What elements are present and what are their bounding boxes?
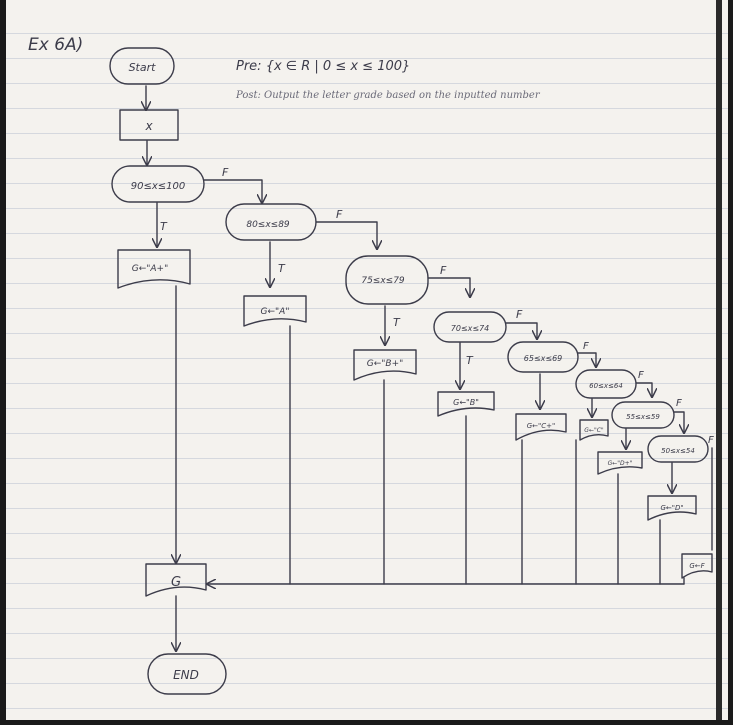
decision-1: 90≤x≤100: [111, 165, 205, 203]
decision-3-label: 75≤x≤79: [361, 276, 405, 286]
decision-8: 50≤x≤54: [647, 435, 709, 463]
d4-false-label: F: [516, 308, 523, 321]
start-terminal: Start: [109, 47, 175, 85]
d4-true-label: T: [466, 354, 474, 367]
d2-true-label: T: [278, 262, 286, 275]
end-terminal: END: [147, 653, 227, 695]
assign-2-label: G←"A": [261, 307, 290, 317]
start-label: Start: [129, 61, 157, 74]
decision-7-label: 55≤x≤59: [626, 413, 660, 421]
arrow-d6-false: [635, 382, 652, 396]
assign-7-label: G←"D+": [608, 460, 633, 467]
decision-4-label: 70≤x≤74: [451, 324, 490, 333]
arrow-d7-false: [673, 411, 684, 432]
postcondition: Post: Output the letter grade based on t…: [235, 90, 541, 101]
assign-box-3: G←"B+": [353, 349, 417, 381]
assign-4-label: G←"B": [453, 398, 479, 407]
precondition: Pre: {x ∈ R | 0 ≤ x ≤ 100}: [236, 59, 410, 74]
output-box: G: [145, 563, 207, 597]
d6-false-label: F: [638, 370, 644, 381]
decision-6-label: 60≤x≤64: [589, 382, 623, 390]
decision-2: 80≤x≤89: [225, 203, 317, 241]
d7-false-label: F: [676, 398, 682, 409]
assign-box-8: G←"D": [647, 495, 697, 521]
assign-3-label: G←"B+": [367, 359, 404, 369]
assign-8-label: G←"D": [660, 504, 683, 512]
decision-1-label: 90≤x≤100: [131, 181, 186, 192]
assign-1-label: G←"A+": [132, 264, 169, 274]
input-label: x: [144, 119, 153, 133]
assign-9-label: G←F: [689, 562, 705, 570]
d1-false-label: F: [222, 166, 229, 179]
decision-6: 60≤x≤64: [575, 369, 637, 399]
decision-5: 65≤x≤69: [507, 341, 579, 373]
d1-true-label: T: [160, 220, 168, 233]
d2-false-label: F: [336, 208, 343, 221]
decision-2-label: 80≤x≤89: [246, 220, 290, 230]
assign-box-2: G←"A": [243, 295, 307, 327]
exercise-title: Ex 6A): [28, 35, 83, 55]
assign-box-4: G←"B": [437, 391, 495, 417]
d3-true-label: T: [393, 316, 401, 329]
notebook-paper: [6, 0, 728, 720]
d5-false-label: F: [583, 341, 589, 352]
assign-6-label: G←"C": [584, 427, 604, 434]
assign-box-1: G←"A+": [117, 249, 191, 289]
decision-4: 70≤x≤74: [433, 311, 507, 343]
assign-box-6: G←"C": [579, 419, 609, 441]
decision-7: 55≤x≤59: [611, 401, 675, 429]
decision-3: 75≤x≤79: [345, 255, 429, 305]
arrow-d4-false: [505, 322, 537, 338]
assign-box-5: G←"C+": [515, 413, 567, 441]
assign-box-9: G←F: [681, 553, 713, 579]
decision-5-label: 65≤x≤69: [524, 354, 563, 363]
assign-5-label: G←"C+": [527, 422, 555, 430]
decision-8-label: 50≤x≤54: [661, 447, 695, 455]
arrow-d2-false: [315, 221, 377, 248]
page-edge: [716, 0, 722, 720]
end-label: END: [173, 668, 199, 682]
d8-false-label: F: [708, 435, 714, 446]
d3-false-label: F: [440, 264, 447, 277]
arrow-d3-false: [427, 277, 470, 296]
input-box: x: [119, 109, 179, 141]
assign-box-7: G←"D+": [597, 451, 643, 475]
output-label: G: [171, 575, 181, 590]
arrow-d1-false: [203, 179, 262, 202]
arrow-d5-false: [577, 352, 596, 366]
